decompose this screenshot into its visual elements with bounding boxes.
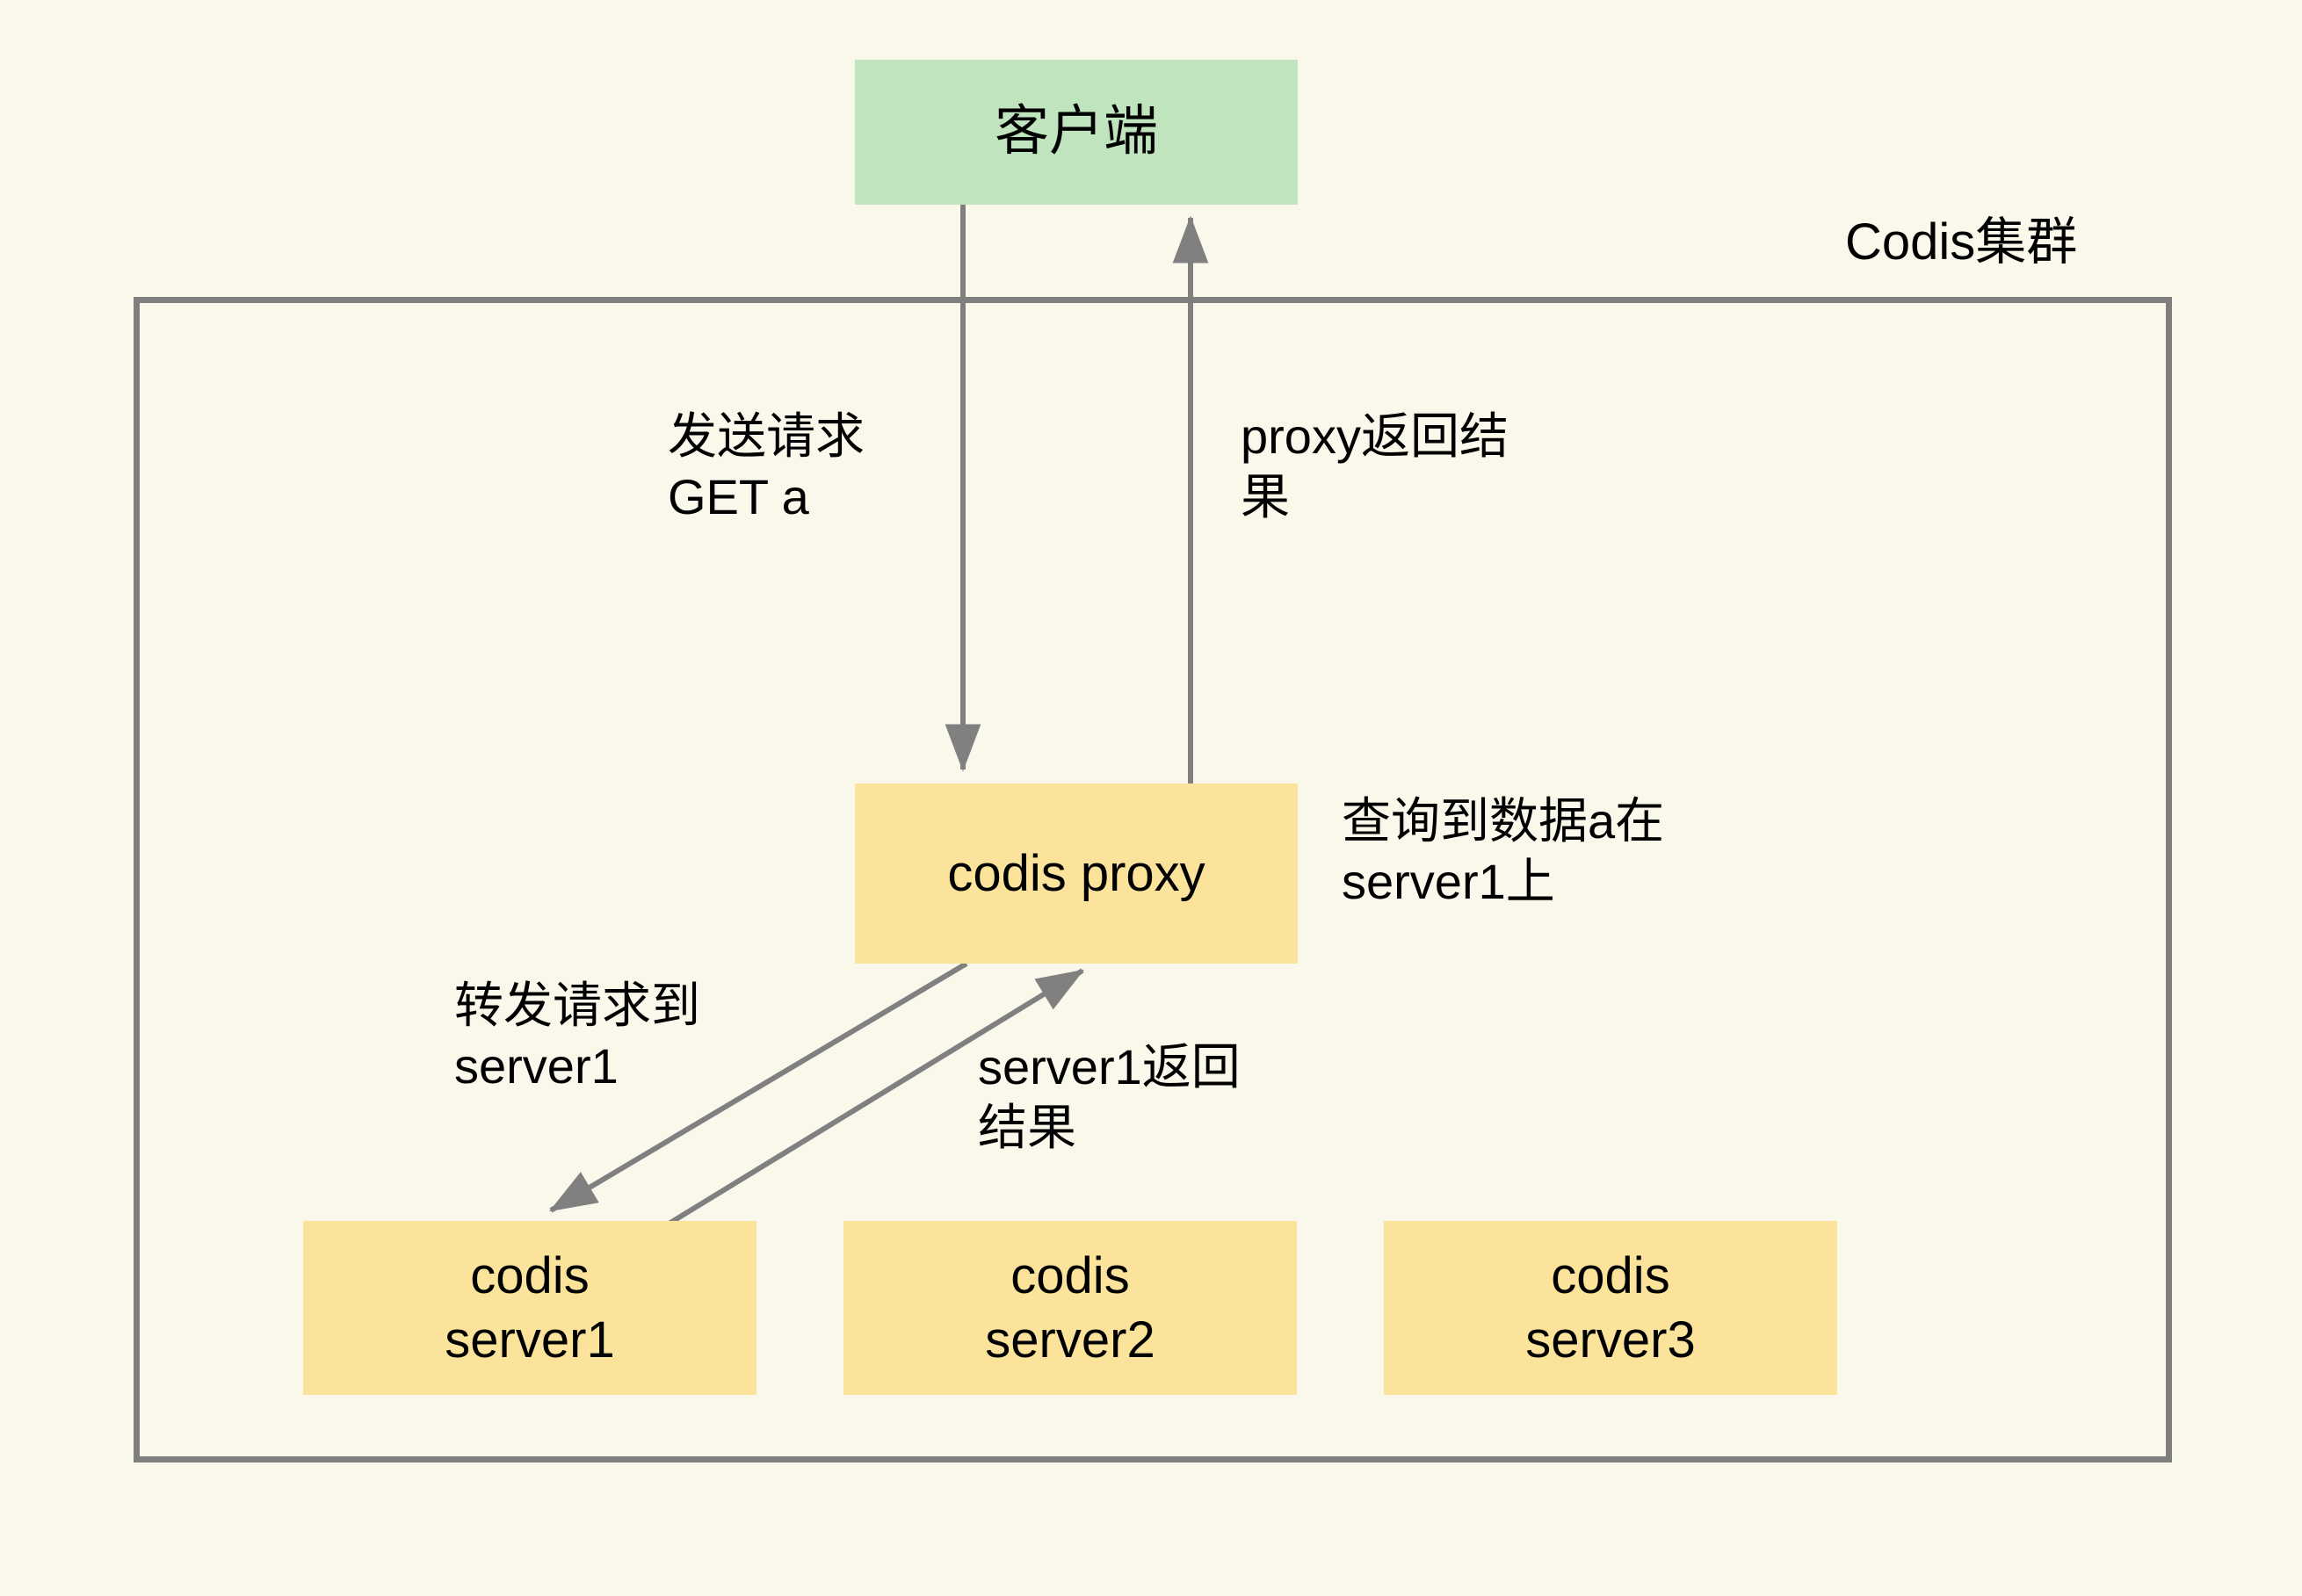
edge-label-server-return: server1返回 结果 <box>978 1039 1241 1156</box>
node-codis-server3[interactable]: codis server3 <box>1384 1221 1837 1395</box>
edge-label-forward-request: 转发请求到 server1 <box>454 978 700 1094</box>
cluster-title: Codis集群 <box>1845 213 2078 271</box>
node-codis-proxy[interactable]: codis proxy <box>855 784 1298 964</box>
node-client[interactable]: 客户端 <box>855 60 1298 205</box>
edge-label-proxy-return: proxy返回结 果 <box>1241 408 1509 525</box>
node-codis-server1[interactable]: codis server1 <box>303 1221 756 1395</box>
node-codis-server2[interactable]: codis server2 <box>843 1221 1297 1395</box>
edge-label-lookup-result: 查询到数据a在 server1上 <box>1342 793 1665 910</box>
edge-label-send-request: 发送请求 GET a <box>668 408 865 525</box>
codis-cluster-boundary <box>134 297 2172 1462</box>
